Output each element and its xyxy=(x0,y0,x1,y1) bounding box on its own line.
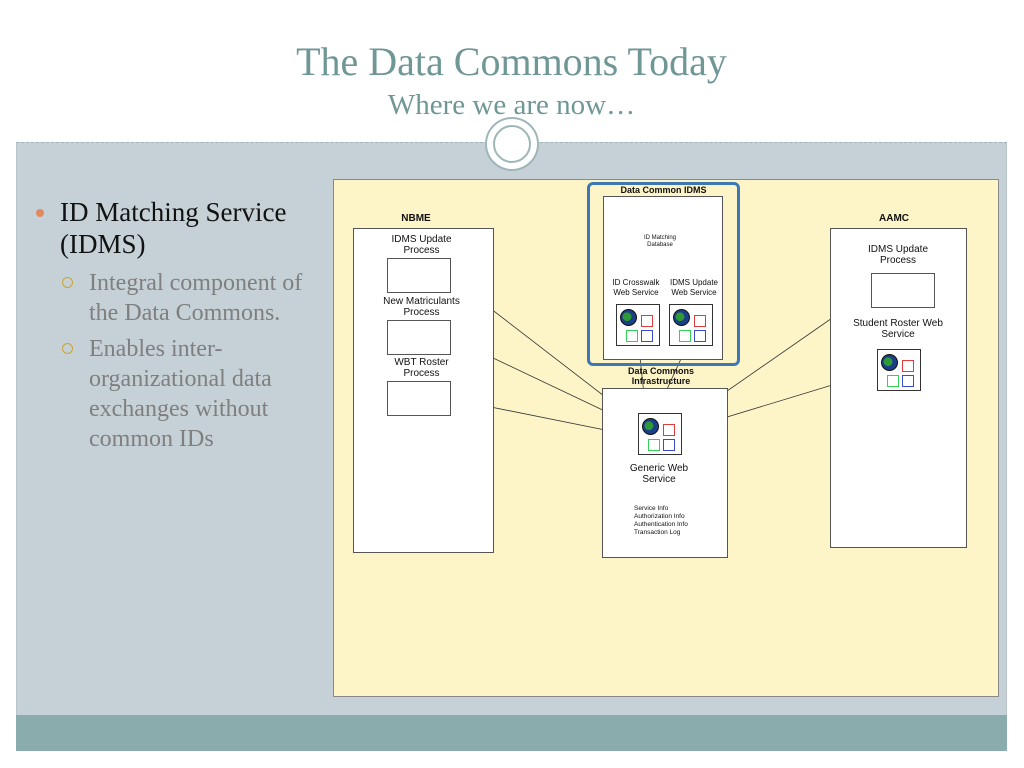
slide-footer-bar xyxy=(16,715,1007,751)
globe-icon xyxy=(642,418,659,435)
blue-square-icon xyxy=(641,330,653,342)
red-square-icon xyxy=(694,315,706,327)
blue-square-icon xyxy=(902,375,914,387)
infrastructure-title: Data Commons Infrastructure xyxy=(627,366,694,386)
sub-bullet-circle-icon xyxy=(62,343,73,354)
nbme-new-matriculants-box xyxy=(387,320,451,355)
slide-title: The Data Commons Today xyxy=(296,39,727,84)
db-line: Transaction Log xyxy=(634,529,681,536)
aamc-idms-update-box xyxy=(871,273,935,308)
green-square-icon xyxy=(679,330,691,342)
nbme-process-label: New Matriculants Process xyxy=(383,296,460,318)
globe-icon xyxy=(673,309,690,326)
ornament-ring-icon xyxy=(485,117,539,171)
green-square-icon xyxy=(887,375,899,387)
db-line: Service Info xyxy=(634,505,669,512)
sub-bullet: Enables inter-organizational data exchan… xyxy=(30,334,322,454)
nbme-idms-update-box xyxy=(387,258,451,293)
blue-square-icon xyxy=(663,439,675,451)
aamc-process-label: IDMS Update Process xyxy=(867,244,929,266)
nbme-title: NBME xyxy=(401,213,431,224)
generic-web-service-icon xyxy=(638,413,682,455)
idms-update-ws-label: IDMS Update Web Service xyxy=(669,278,719,297)
blue-square-icon xyxy=(694,330,706,342)
student-roster-label: Student Roster Web Service xyxy=(853,318,943,340)
id-matching-database-label: ID Matching Database xyxy=(643,235,676,248)
slide-subtitle: Where we are now… xyxy=(387,89,636,121)
sub-bullet-circle-icon xyxy=(62,277,73,288)
nbme-wbt-roster-box xyxy=(387,381,451,416)
architecture-diagram: NBME IDMS Update Process New Matriculant… xyxy=(333,179,999,697)
id-crosswalk-web-service xyxy=(616,304,660,346)
nbme-process-label: IDMS Update Process xyxy=(391,234,452,256)
data-common-idms-group xyxy=(587,182,740,366)
student-roster-web-service xyxy=(877,349,921,391)
sub-bullet-text: Integral component of the Data Commons. xyxy=(89,270,303,326)
id-crosswalk-label: ID Crosswalk Web Service xyxy=(612,278,660,297)
bullet-main-text: ID Matching Service (IDMS) xyxy=(60,197,287,259)
db-line: Authentication Info xyxy=(634,521,688,528)
red-square-icon xyxy=(902,360,914,372)
infrastructure-db-lines: Service Info Authorization Info Authenti… xyxy=(634,505,692,537)
green-square-icon xyxy=(626,330,638,342)
bullet-dot-icon xyxy=(36,209,44,217)
bullet-list: ID Matching Service (IDMS) Integral comp… xyxy=(30,196,322,454)
sub-bullet: Integral component of the Data Commons. xyxy=(30,268,322,328)
generic-web-service-label: Generic Web Service xyxy=(629,463,689,485)
globe-icon xyxy=(620,309,637,326)
bullet-main: ID Matching Service (IDMS) xyxy=(30,196,322,260)
sub-bullet-text: Enables inter-organizational data exchan… xyxy=(89,336,272,452)
nbme-process-label: WBT Roster Process xyxy=(394,357,449,379)
idms-title: Data Common IDMS xyxy=(620,185,707,195)
green-square-icon xyxy=(648,439,660,451)
aamc-title: AAMC xyxy=(879,213,909,224)
red-square-icon xyxy=(641,315,653,327)
idms-update-web-service xyxy=(669,304,713,346)
red-square-icon xyxy=(663,424,675,436)
globe-icon xyxy=(881,354,898,371)
db-line: Authorization Info xyxy=(634,513,685,520)
